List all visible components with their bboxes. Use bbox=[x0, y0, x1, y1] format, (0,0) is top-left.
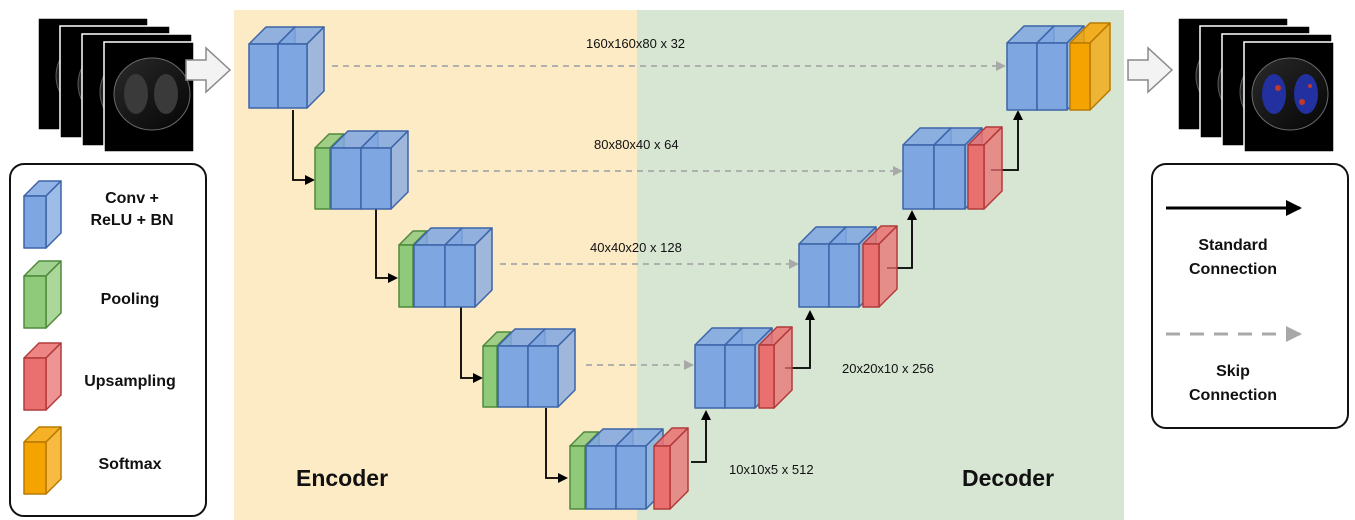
legend-conv-line1: Conv + bbox=[105, 190, 159, 207]
dec4-upsampling-block bbox=[758, 326, 793, 409]
level4-dim-label: 20x20x10 x 256 bbox=[842, 361, 934, 376]
connections-legend-box bbox=[1151, 163, 1349, 429]
legend-pooling-icon bbox=[23, 260, 62, 329]
enc2-conv-block bbox=[360, 130, 409, 210]
legend-standard-line1: Standard bbox=[1198, 237, 1267, 254]
output-ct-stack bbox=[1177, 17, 1335, 153]
input-ct-stack bbox=[37, 17, 195, 153]
decoder-label: Decoder bbox=[962, 465, 1054, 491]
legend-softmax: Softmax bbox=[98, 456, 161, 473]
dec3-upsampling-block bbox=[862, 225, 898, 308]
legend-skip-line1: Skip bbox=[1216, 363, 1250, 380]
legend-conv-line2: ReLU + BN bbox=[90, 212, 173, 229]
legend-conv-icon bbox=[23, 180, 62, 249]
enc3-conv-block bbox=[444, 227, 493, 308]
level3-dim-label: 40x40x20 x 128 bbox=[590, 240, 682, 255]
legend-softmax-icon bbox=[23, 426, 62, 495]
legend-standard-line2: Connection bbox=[1189, 261, 1277, 278]
dec1-softmax-block bbox=[1069, 22, 1111, 111]
enc4-conv-block bbox=[527, 328, 576, 408]
enc1-conv-block bbox=[277, 26, 325, 109]
level5-dim-label: 10x10x5 x 512 bbox=[729, 462, 814, 477]
encoder-label: Encoder bbox=[296, 465, 388, 491]
skip-connections bbox=[332, 61, 1006, 370]
legend-pooling: Pooling bbox=[101, 291, 160, 308]
legend-upsampling-icon bbox=[23, 342, 62, 411]
level1-dim-label: 160x160x80 x 32 bbox=[586, 36, 685, 51]
legend-upsampling: Upsampling bbox=[84, 373, 176, 390]
legend-skip-line2: Connection bbox=[1189, 387, 1277, 404]
dec2-upsampling-block bbox=[967, 126, 1003, 210]
level2-dim-label: 80x80x40 x 64 bbox=[594, 137, 679, 152]
output-arrow-icon bbox=[1127, 46, 1174, 94]
bottleneck-upsampling-block bbox=[653, 427, 689, 510]
input-arrow-icon bbox=[185, 46, 232, 94]
network-blocks bbox=[23, 22, 1111, 510]
